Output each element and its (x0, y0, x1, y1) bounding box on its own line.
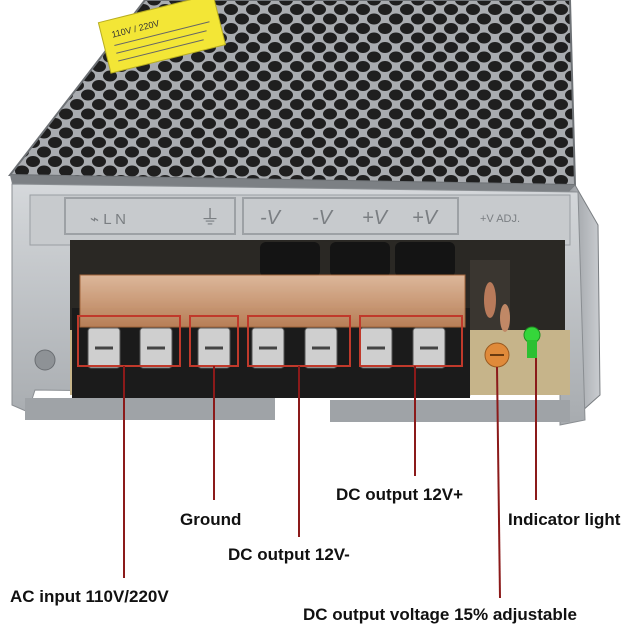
ground-marking: ⏚ (200, 207, 220, 229)
spec-sticker: 110V / 220V (97, 0, 227, 74)
v-plus-marking-1: +V (362, 207, 389, 229)
adj-marking: +V ADJ. (480, 213, 520, 225)
terminal-markings: ⌁ L N ⏚ -V -V +V +V +V ADJ. (64, 197, 520, 235)
leader-lines (123, 358, 537, 599)
ac-input-label: AC input 110V/220V (10, 587, 169, 606)
indicator-light-label: Indicator light (508, 510, 621, 529)
ac-input-box (77, 315, 181, 367)
dc-positive-box (359, 315, 463, 367)
v-plus-marking-2: +V (412, 207, 439, 229)
dc-output-negative-label: DC output 12V- (228, 545, 350, 564)
top-cover (7, 0, 578, 192)
dc-output-positive-label: DC output 12V+ (336, 485, 464, 504)
voltage-adjust-label: DC output voltage 15% adjustable (303, 605, 577, 624)
v-minus-marking-1: -V (260, 207, 282, 229)
ac-marking: ⌁ L N (90, 211, 126, 228)
v-minus-marking-2: -V (312, 207, 334, 229)
terminal-block (72, 274, 470, 398)
ground-label: Ground (180, 510, 242, 529)
